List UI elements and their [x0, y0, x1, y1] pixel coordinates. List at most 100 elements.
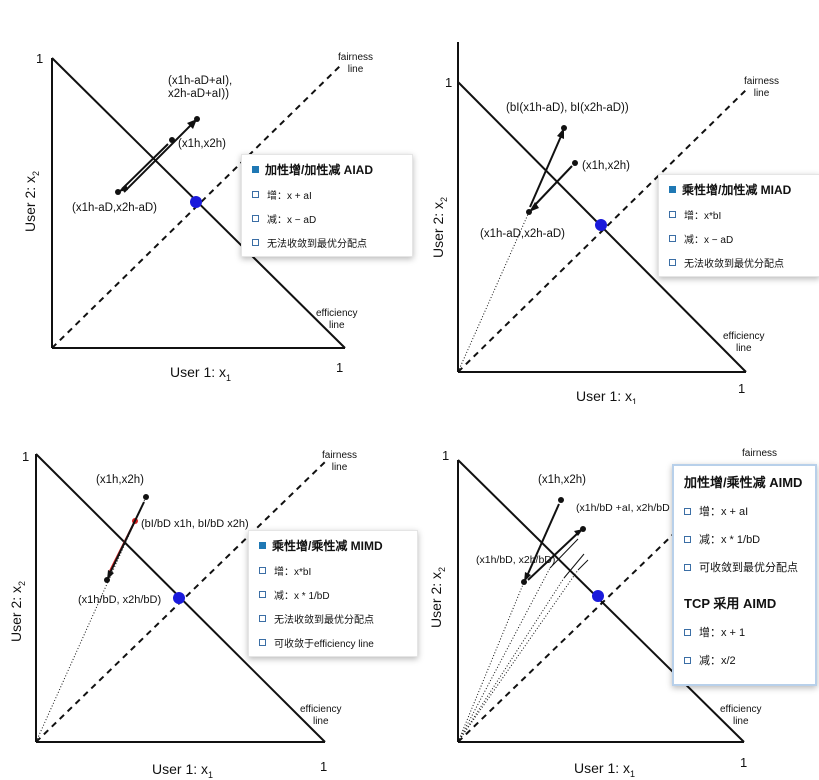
- checkbox-icon: [684, 507, 691, 515]
- point-label-current: (x1h,x2h): [96, 474, 144, 486]
- info-row: 减：x * 1/bD: [274, 591, 330, 602]
- x-axis-label: User 1: x1: [576, 388, 638, 407]
- aiad-diagram: [51, 57, 346, 349]
- point-label-lower: (x1h/bD, x2h/bD): [476, 554, 556, 566]
- y-axis-label: User 2: x2: [430, 196, 449, 258]
- info-title: 加性增/乘性减 AIMD: [684, 475, 803, 490]
- one-x-label: 1: [320, 759, 328, 774]
- arrow-decrease: [109, 501, 145, 574]
- x-axis-label: User 1: x1: [574, 760, 636, 779]
- info-row: 增：x + 1: [699, 627, 746, 639]
- point-label-lower: (x1h-aD,x2h-aD): [480, 228, 565, 240]
- point-current: [572, 160, 578, 166]
- one-y-label: 1: [22, 449, 30, 464]
- point-label-upper: (bI(x1h-aD), bI(x2h-aD)): [506, 102, 629, 114]
- info-title: 乘性增/乘性减 MIMD: [272, 539, 383, 553]
- optimal-point: [592, 590, 604, 602]
- origin-ray: [457, 569, 579, 743]
- point-label-current: (x1h,x2h): [538, 474, 586, 486]
- info-row: 增：x*bI: [274, 567, 312, 578]
- arrow-increase: [123, 122, 194, 193]
- x-axis-label: User 1: x1: [170, 364, 232, 383]
- bullet-icon: [252, 166, 259, 173]
- origin-ray: [457, 567, 551, 743]
- checkbox-icon: [259, 567, 266, 574]
- checkbox-icon: [684, 563, 691, 571]
- info-row: 可收敛于efficiency line: [274, 639, 374, 650]
- info-title: 加性增/加性减 AIAD: [265, 163, 374, 177]
- x-axis-label: User 1: x1: [152, 761, 214, 780]
- oscillation-line: [563, 553, 585, 579]
- oscillation-line: [549, 538, 579, 569]
- checkbox-icon: [669, 235, 676, 242]
- point-label-current: (x1h,x2h): [178, 138, 226, 150]
- bullet-icon: [669, 186, 676, 193]
- info-row: 增：x + aI: [267, 191, 312, 202]
- y-axis-label: User 2: x2: [8, 580, 27, 642]
- one-x-label: 1: [738, 381, 746, 396]
- point-label-upper: (x1h-aD+aI),x2h-aD+aI)): [168, 75, 233, 101]
- info-title: 乘性增/加性减 MIAD: [682, 183, 792, 197]
- point-label-increased: (bI/bD x1h, bI/bD x2h): [141, 518, 249, 530]
- point-label-lower: (x1h-aD,x2h-aD): [72, 202, 157, 214]
- info-row: 无法收敛到最优分配点: [274, 615, 374, 626]
- fairness-label: fairness: [742, 448, 778, 459]
- checkbox-icon: [669, 259, 676, 266]
- aiad-info-box: 加性增/加性减 AIAD 增：x + aI 减：x − aD 无法收敛到最优分配…: [241, 154, 413, 257]
- origin-ray: [457, 577, 565, 743]
- checkbox-icon: [259, 639, 266, 646]
- info-row: 减：x * 1/bD: [699, 534, 761, 546]
- mimd-diagram: [35, 453, 326, 743]
- origin-ray: [457, 211, 530, 373]
- checkbox-icon: [684, 628, 691, 636]
- checkbox-icon: [252, 191, 259, 198]
- fairness-line: [457, 89, 747, 373]
- point-current: [558, 497, 564, 503]
- info-subtitle: TCP 采用 AIMD: [684, 596, 777, 611]
- info-row: 减：x − aD: [684, 235, 734, 246]
- point-label-lower: (x1h/bD, x2h/bD): [78, 594, 162, 606]
- optimal-point: [190, 196, 202, 208]
- checkbox-icon: [252, 239, 259, 246]
- info-row: 可收敛到最优分配点: [699, 562, 798, 574]
- arrow-decrease: [532, 165, 573, 208]
- point-upper: [143, 494, 149, 500]
- checkbox-icon: [669, 211, 676, 218]
- arrow-decrease: [121, 143, 169, 190]
- info-row: 无法收敛到最优分配点: [267, 239, 367, 250]
- checkbox-icon: [684, 535, 691, 543]
- point-label-increased: (x1h/bD +aI, x2h/bD +aI): [576, 502, 691, 514]
- y-axis-label: User 2: x2: [22, 170, 41, 232]
- arrow-decrease: [526, 503, 560, 577]
- origin-ray: [457, 581, 525, 743]
- one-x-label: 1: [740, 755, 748, 770]
- info-row: 增：x + aI: [699, 506, 749, 518]
- optimal-point: [595, 219, 607, 231]
- aimd-info-box: 加性增/乘性减 AIMD 增：x + aI 减：x * 1/bD 可收敛到最优分…: [672, 464, 817, 686]
- point-label-current: (x1h,x2h): [582, 160, 630, 172]
- info-row: 减：x − aD: [267, 215, 317, 226]
- y-axis-label: User 2: x2: [428, 566, 447, 628]
- optimal-point: [173, 592, 185, 604]
- one-x-label: 1: [336, 360, 344, 375]
- bullet-icon: [259, 542, 266, 549]
- mimd-info-box: 乘性增/乘性减 MIMD 增：x*bI 减：x * 1/bD 无法收敛到最优分配…: [248, 530, 418, 657]
- checkbox-icon: [259, 615, 266, 622]
- oscillation-line: [577, 559, 589, 571]
- one-y-label: 1: [445, 75, 453, 90]
- miad-diagram: [457, 42, 747, 373]
- one-y-label: 1: [36, 51, 44, 66]
- checkbox-icon: [684, 656, 691, 664]
- checkbox-icon: [259, 591, 266, 598]
- checkbox-icon: [252, 215, 259, 222]
- arrow-increase: [527, 531, 580, 581]
